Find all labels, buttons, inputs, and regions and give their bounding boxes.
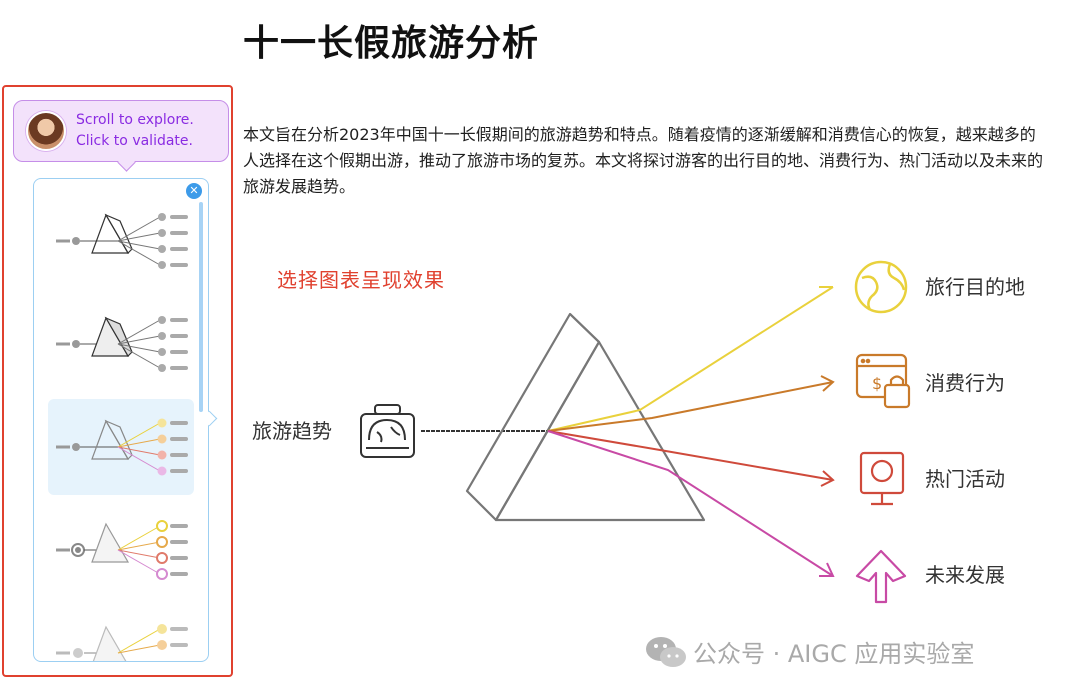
suitcase-icon	[360, 404, 415, 458]
source-label: 旅游趋势	[252, 419, 332, 443]
online-shopping-icon: $	[855, 353, 911, 409]
prism	[465, 312, 706, 522]
scroll-tooltip: Scroll to explore. Click to validate.	[13, 100, 229, 162]
beam-consumption	[547, 381, 834, 432]
globe-icon	[854, 260, 908, 314]
thumbnail-option[interactable]	[42, 502, 194, 598]
thumbnail-option-selected[interactable]	[42, 399, 194, 495]
chart-caption: 选择图表呈现效果	[277, 268, 445, 292]
beam-future	[547, 430, 834, 577]
tooltip-line-1: Scroll to explore.	[76, 112, 194, 128]
avatar	[26, 111, 66, 151]
thumbnail-option[interactable]	[42, 193, 194, 289]
svg-text:$: $	[872, 374, 882, 393]
output-label-consumption: 消费行为	[925, 371, 1005, 395]
chart-selector-panel	[2, 85, 233, 677]
thumbnail-list[interactable]	[33, 178, 209, 662]
beam-destination	[547, 286, 834, 432]
wechat-icon	[646, 636, 686, 667]
monitor-icon	[859, 451, 905, 506]
beam-activities	[547, 430, 834, 481]
output-label-destination: 旅行目的地	[925, 275, 1025, 299]
output-label-future: 未来发展	[925, 563, 1005, 587]
close-icon[interactable]: ✕	[186, 183, 202, 199]
panel-scrollbar[interactable]	[199, 202, 203, 412]
arrow-up-icon	[855, 549, 907, 604]
thumbnail-option[interactable]	[42, 296, 194, 392]
watermark-text: 公众号 · AIGC 应用实验室	[693, 640, 975, 668]
tooltip-line-2: Click to validate.	[76, 133, 193, 149]
page-title: 十一长假旅游分析	[243, 23, 540, 64]
output-label-activities: 热门活动	[925, 467, 1005, 491]
watermark: 公众号 · AIGC 应用实验室	[645, 634, 974, 669]
intro-paragraph: 本文旨在分析2023年中国十一长假期间的旅游趋势和特点。随着疫情的逐渐缓解和消费…	[243, 125, 1044, 196]
thumbnail-option[interactable]	[42, 605, 194, 661]
